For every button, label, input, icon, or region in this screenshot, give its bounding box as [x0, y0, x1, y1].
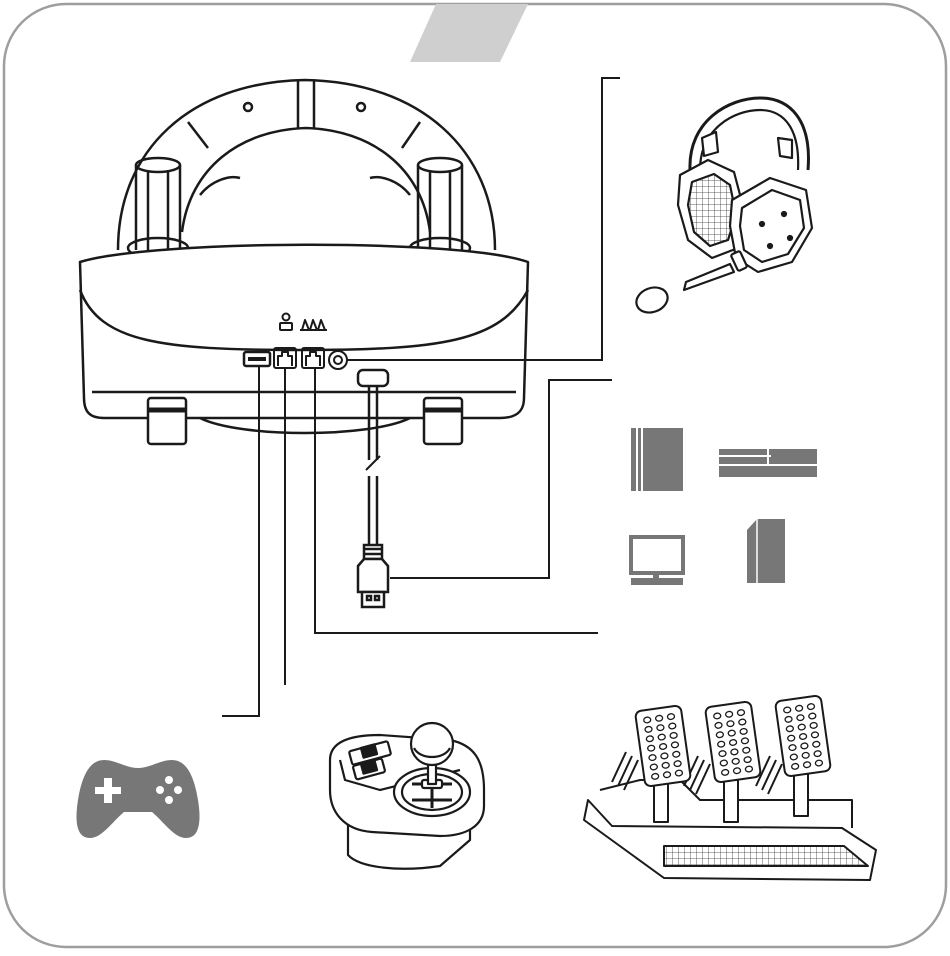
console-slim-icon — [719, 449, 817, 477]
shifter-icon — [330, 723, 484, 869]
console-tower-icon — [631, 428, 683, 491]
usb-connector-icon — [358, 559, 388, 592]
console-box-icon — [747, 519, 785, 583]
